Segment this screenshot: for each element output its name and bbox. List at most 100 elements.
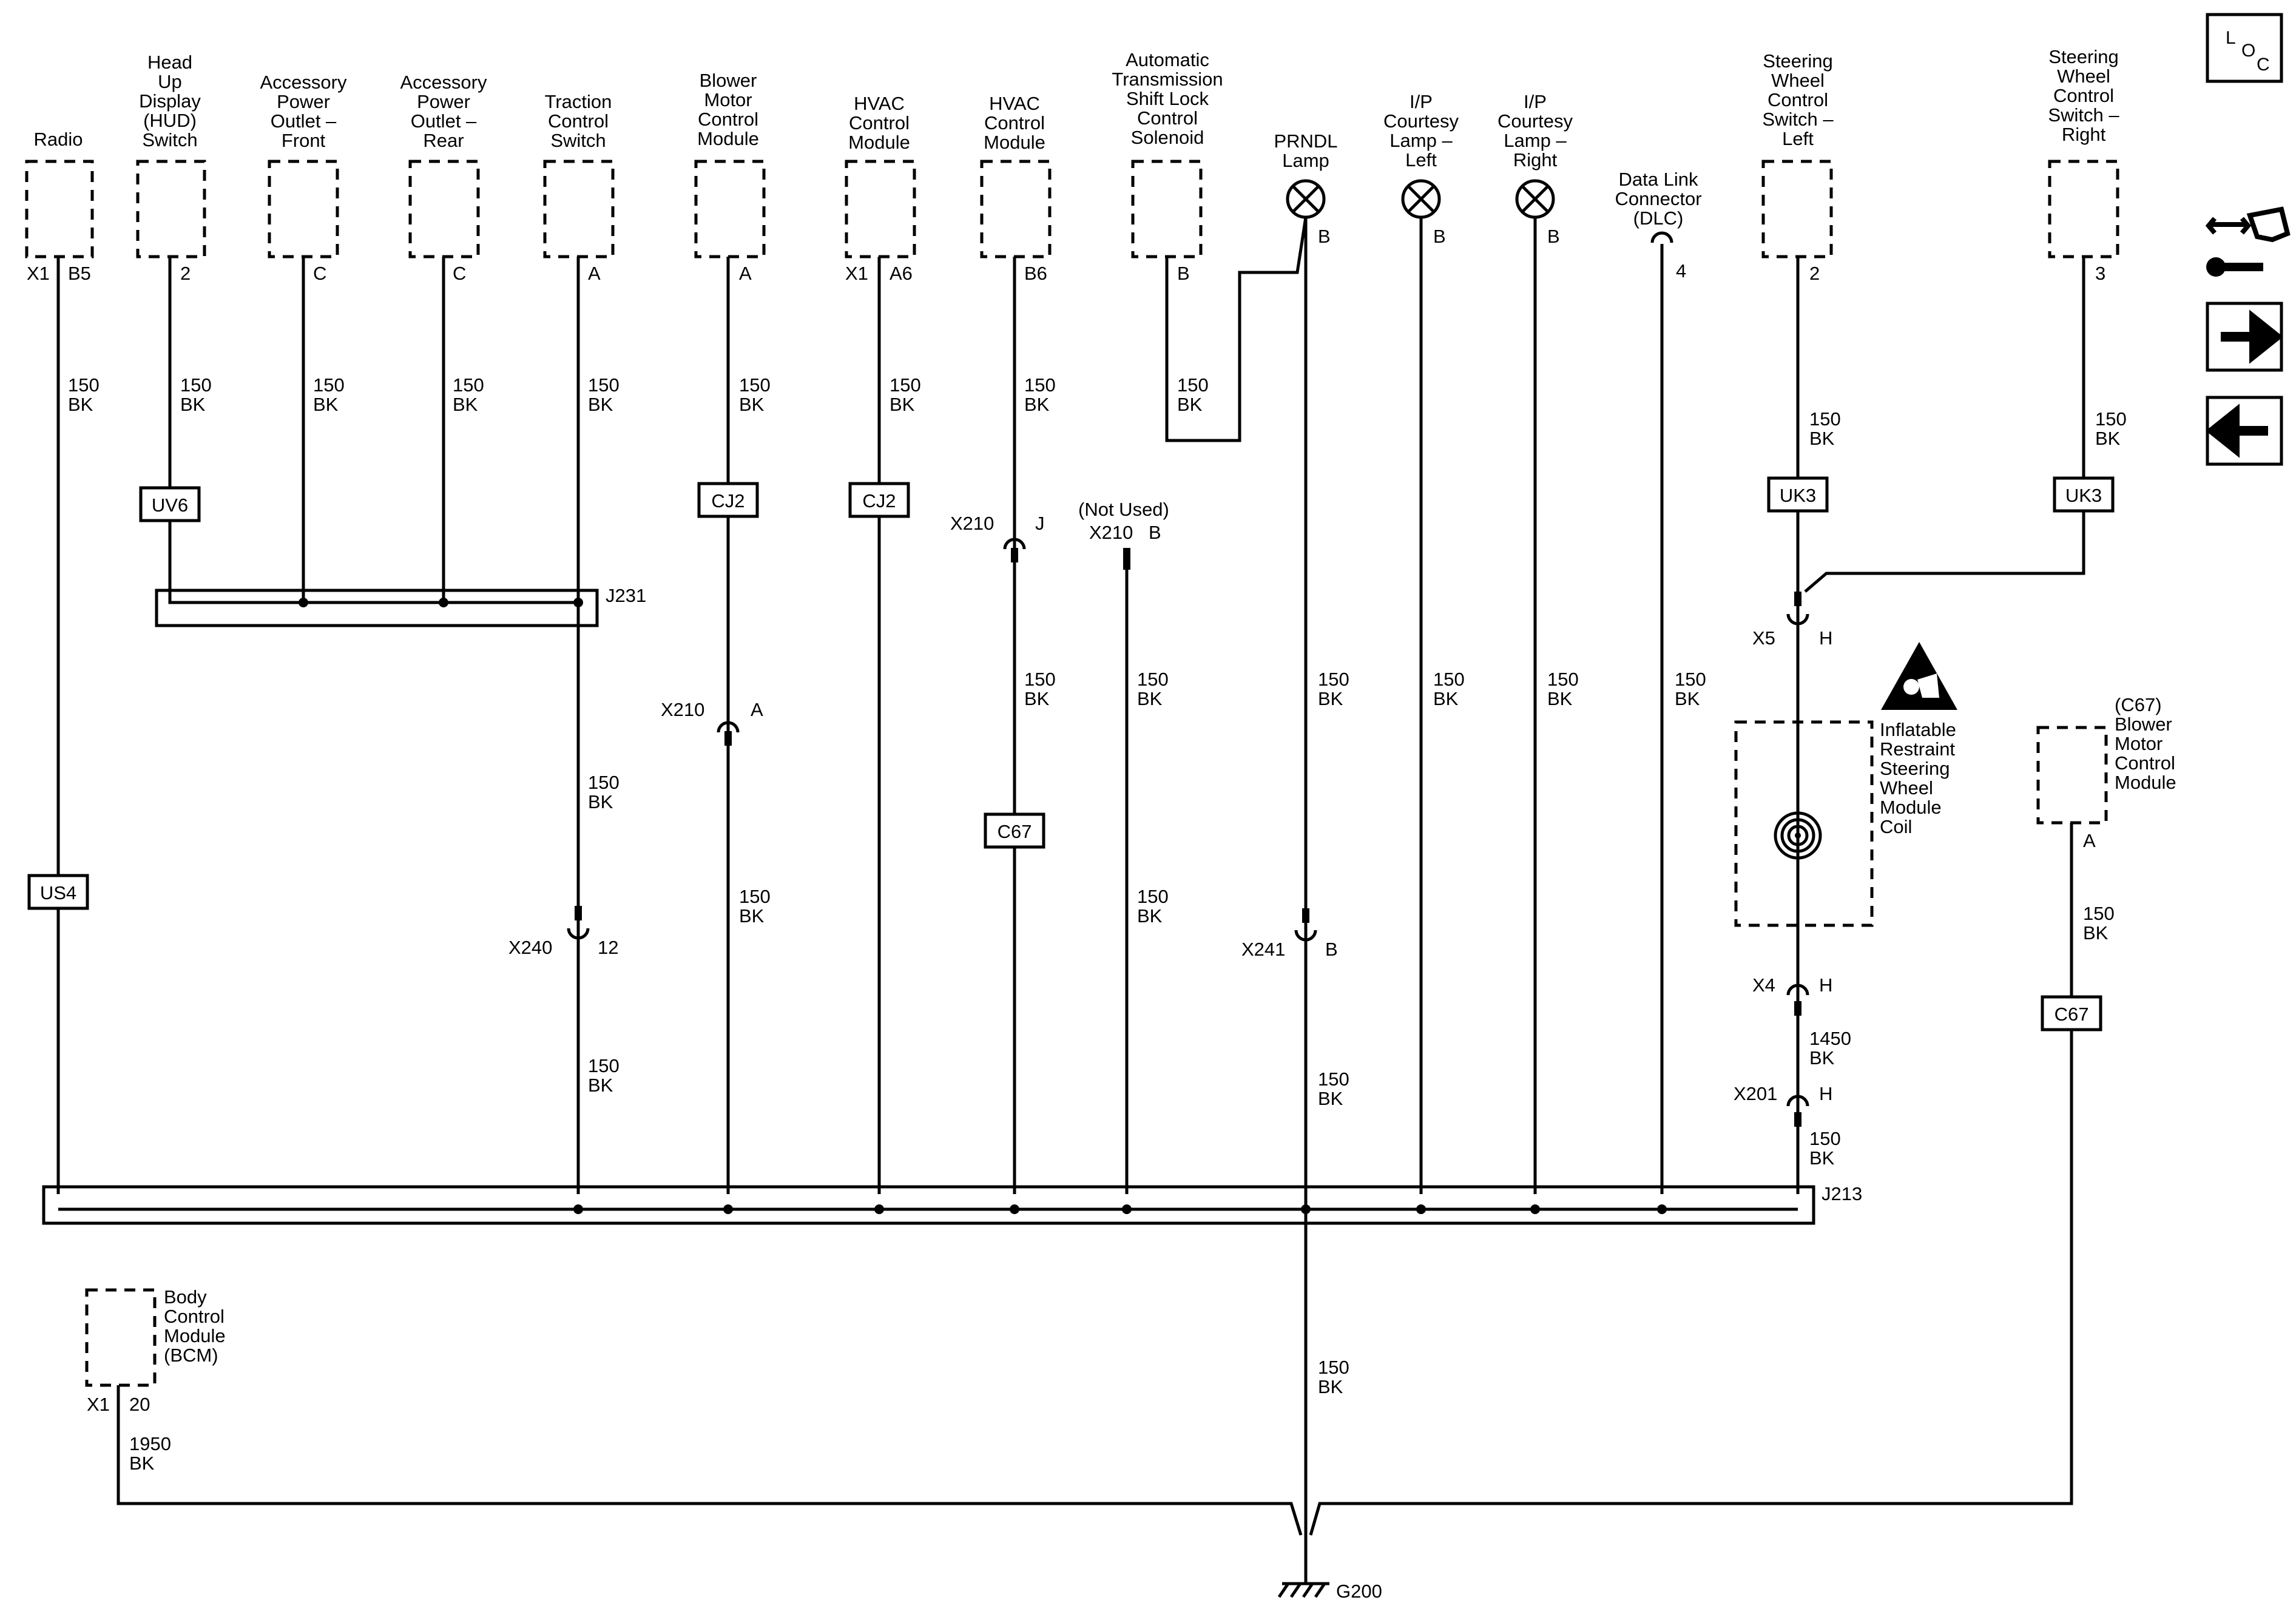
arrow-right-button[interactable] — [2206, 302, 2283, 372]
hvac-module-1-box — [845, 160, 916, 258]
uv6-option: UV6 — [152, 495, 188, 516]
steering-switch-right-box — [2048, 160, 2119, 258]
splice-dots — [299, 598, 1667, 1214]
traction-switch-box — [543, 160, 615, 258]
x241-pin: B — [1325, 939, 1338, 960]
svg-text:BK: BK — [2095, 428, 2121, 449]
sw-right-pin: 3 — [2095, 263, 2105, 284]
ground-label: G200 — [1336, 1581, 1382, 1602]
dlc-pin: 4 — [1676, 260, 1686, 282]
blower-module-c67-box — [2036, 726, 2108, 825]
svg-text:150: 150 — [739, 374, 771, 396]
c67-option-1: C67 — [998, 821, 1032, 842]
svg-text:150: 150 — [68, 374, 100, 396]
x210-b-pin: B — [1149, 522, 1161, 543]
x240-pin: 12 — [598, 937, 618, 958]
svg-text:150: 150 — [588, 1055, 620, 1076]
svg-text:150: 150 — [313, 374, 345, 396]
ground-g200-icon — [1277, 1535, 1329, 1598]
x4-pin: H — [1819, 974, 1832, 996]
svg-text:150: 150 — [180, 374, 212, 396]
wires — [56, 217, 2085, 1536]
svg-text:BK: BK — [129, 1453, 155, 1474]
sw-left-pin: 2 — [1809, 263, 1820, 284]
svg-text:BK: BK — [1809, 1147, 1835, 1169]
arrow-left-button[interactable] — [2206, 396, 2283, 466]
svg-text:BK: BK — [739, 394, 765, 415]
x241-conn: X241 — [1241, 939, 1285, 960]
svg-text:BK: BK — [1809, 428, 1835, 449]
svg-text:150: 150 — [1137, 886, 1169, 907]
dlc-connector-icon — [1650, 231, 1673, 243]
svg-text:150: 150 — [1547, 669, 1579, 690]
ip-courtesy-right-lamp-icon — [1515, 179, 1555, 219]
hvac-module-2-box — [980, 160, 1052, 258]
svg-text:BK: BK — [739, 905, 765, 927]
svg-text:BK: BK — [180, 394, 206, 415]
radio-pin: B5 — [68, 263, 91, 284]
apo-front-box — [268, 160, 339, 258]
x210-a-conn: X210 — [661, 699, 704, 720]
connector-wrench-icon[interactable] — [2205, 206, 2291, 277]
x240-conn: X240 — [508, 937, 552, 958]
x210-b-conn: X210 — [1089, 522, 1133, 543]
svg-text:150: 150 — [1318, 669, 1349, 690]
x201-conn: X201 — [1734, 1083, 1777, 1104]
arrow-left-icon — [2206, 403, 2268, 458]
x210-j-pin: J — [1035, 513, 1045, 534]
radio-label: Radio — [34, 129, 83, 150]
svg-text:150: 150 — [1177, 374, 1209, 396]
svg-text:BK: BK — [1318, 1088, 1343, 1109]
blower-top-pin: A — [739, 263, 752, 284]
ip-right-pin: B — [1547, 226, 1560, 247]
loc-button[interactable]: L O C — [2206, 13, 2283, 83]
svg-text:150: 150 — [1809, 1128, 1841, 1149]
svg-text:BK: BK — [1318, 688, 1343, 709]
clockspring-coil-icon — [1774, 811, 1822, 860]
svg-text:150: 150 — [1675, 669, 1706, 690]
svg-text:BK: BK — [890, 394, 915, 415]
cj2-option-2: CJ2 — [862, 490, 896, 511]
svg-text:150: 150 — [1024, 374, 1056, 396]
svg-text:150: 150 — [1809, 408, 1841, 430]
apo-rear-pin: C — [453, 263, 466, 284]
j231-label: J231 — [606, 585, 646, 606]
svg-text:BK: BK — [1318, 1376, 1343, 1397]
x4-conn: X4 — [1752, 974, 1775, 996]
svg-text:1450: 1450 — [1809, 1028, 1851, 1049]
svg-text:BK: BK — [1177, 394, 1203, 415]
traction-pin: A — [588, 263, 601, 284]
svg-text:BK: BK — [1137, 688, 1163, 709]
svg-text:BK: BK — [68, 394, 93, 415]
x210-a-pin: A — [751, 699, 763, 720]
cj2-option-1: CJ2 — [711, 490, 745, 511]
ip-left-pin: B — [1433, 226, 1446, 247]
svg-text:BK: BK — [588, 394, 613, 415]
svg-text:BK: BK — [453, 394, 478, 415]
svg-text:BK: BK — [588, 1075, 613, 1096]
svg-text:150: 150 — [588, 772, 620, 793]
bcm-box — [85, 1288, 157, 1387]
bcm-pin: 20 — [129, 1394, 150, 1415]
j213-label: J213 — [1822, 1183, 1862, 1204]
j213-splice-bar — [42, 1185, 1815, 1225]
hvac2-pin: B6 — [1024, 263, 1047, 284]
svg-text:150: 150 — [2095, 408, 2127, 430]
svg-text:BK: BK — [1809, 1047, 1835, 1068]
option-boxes: UV6 CJ2 CJ2 C67 US4 UK3 UK3 C67 — [27, 476, 2115, 1031]
